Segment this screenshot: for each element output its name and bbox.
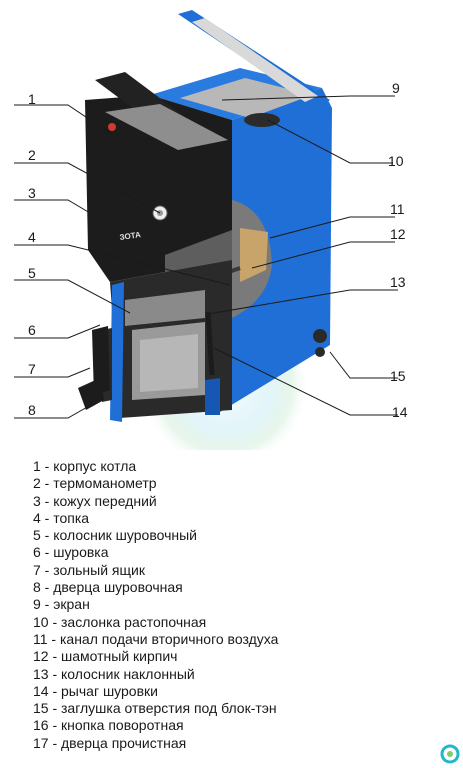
- lid-inner: [192, 18, 318, 102]
- callout-4: 4: [28, 229, 36, 245]
- callout-8: 8: [28, 402, 36, 418]
- callout-7: 7: [28, 361, 36, 377]
- legend-item: 10 - заслонка растопочная: [33, 613, 207, 630]
- legend-item: 17 - дверца прочистная: [33, 734, 187, 751]
- legend-item: 11 - канал подачи вторичного воздуха: [33, 630, 279, 647]
- legend-item: 7 - зольный ящик: [33, 561, 145, 578]
- legend-item: 12 - шамотный кирпич: [33, 648, 178, 665]
- legend-item: 16 - кнопка поворотная: [33, 717, 184, 734]
- poker: [92, 326, 110, 396]
- callout-10: 10: [388, 153, 404, 169]
- legend-item: 4 - топка: [33, 509, 90, 526]
- heater-plug: [313, 329, 327, 343]
- callout-13: 13: [390, 274, 406, 290]
- callout-14: 14: [392, 404, 408, 420]
- stoking-grate: [125, 290, 205, 326]
- legend-item: 13 - колосник наклонный: [33, 665, 195, 682]
- fire-brick: [240, 228, 268, 282]
- top-screen: [180, 78, 312, 118]
- callout-9: 9: [392, 80, 400, 96]
- watermark-logo-icon: [440, 744, 460, 764]
- boiler-diagram: ЗОТА 1 2 3 4 5 6 7 8 9 10 11 12 13 14 1: [14, 10, 408, 450]
- legend-item: 5 - колосник шуровочный: [33, 527, 197, 544]
- legend-item: 6 - шуровка: [33, 544, 109, 561]
- callout-15: 15: [390, 368, 406, 384]
- callout-12: 12: [390, 226, 406, 242]
- callout-5: 5: [28, 265, 36, 281]
- legend-item: 15 - заглушка отверстия под блок-тэн: [33, 700, 277, 717]
- callout-11: 11: [390, 201, 405, 217]
- callout-2: 2: [28, 147, 36, 163]
- damper-hole: [244, 113, 280, 127]
- callout-3: 3: [28, 185, 36, 201]
- legend-item: 3 - кожух передний: [33, 492, 157, 509]
- firebox-top-opening: [105, 104, 228, 150]
- callout-6: 6: [28, 322, 36, 338]
- poker-lever: [205, 311, 215, 376]
- callout-1: 1: [28, 91, 36, 107]
- legend-item: 8 - дверца шуровочная: [33, 579, 183, 596]
- rotary-button: [108, 123, 116, 131]
- stoking-door: [110, 282, 124, 422]
- legend-item: 9 - экран: [33, 596, 90, 613]
- legend-item: 14 - рычаг шуровки: [33, 682, 158, 699]
- boiler-logo: ЗОТА: [119, 230, 142, 242]
- legend-item: 1 - корпус котла: [33, 458, 137, 474]
- legend-list: 1 - корпус котла 2 - термоманометр 3 - к…: [33, 458, 278, 752]
- boiler-side-panel: [210, 88, 332, 412]
- legend-item: 2 - термоманометр: [33, 475, 157, 492]
